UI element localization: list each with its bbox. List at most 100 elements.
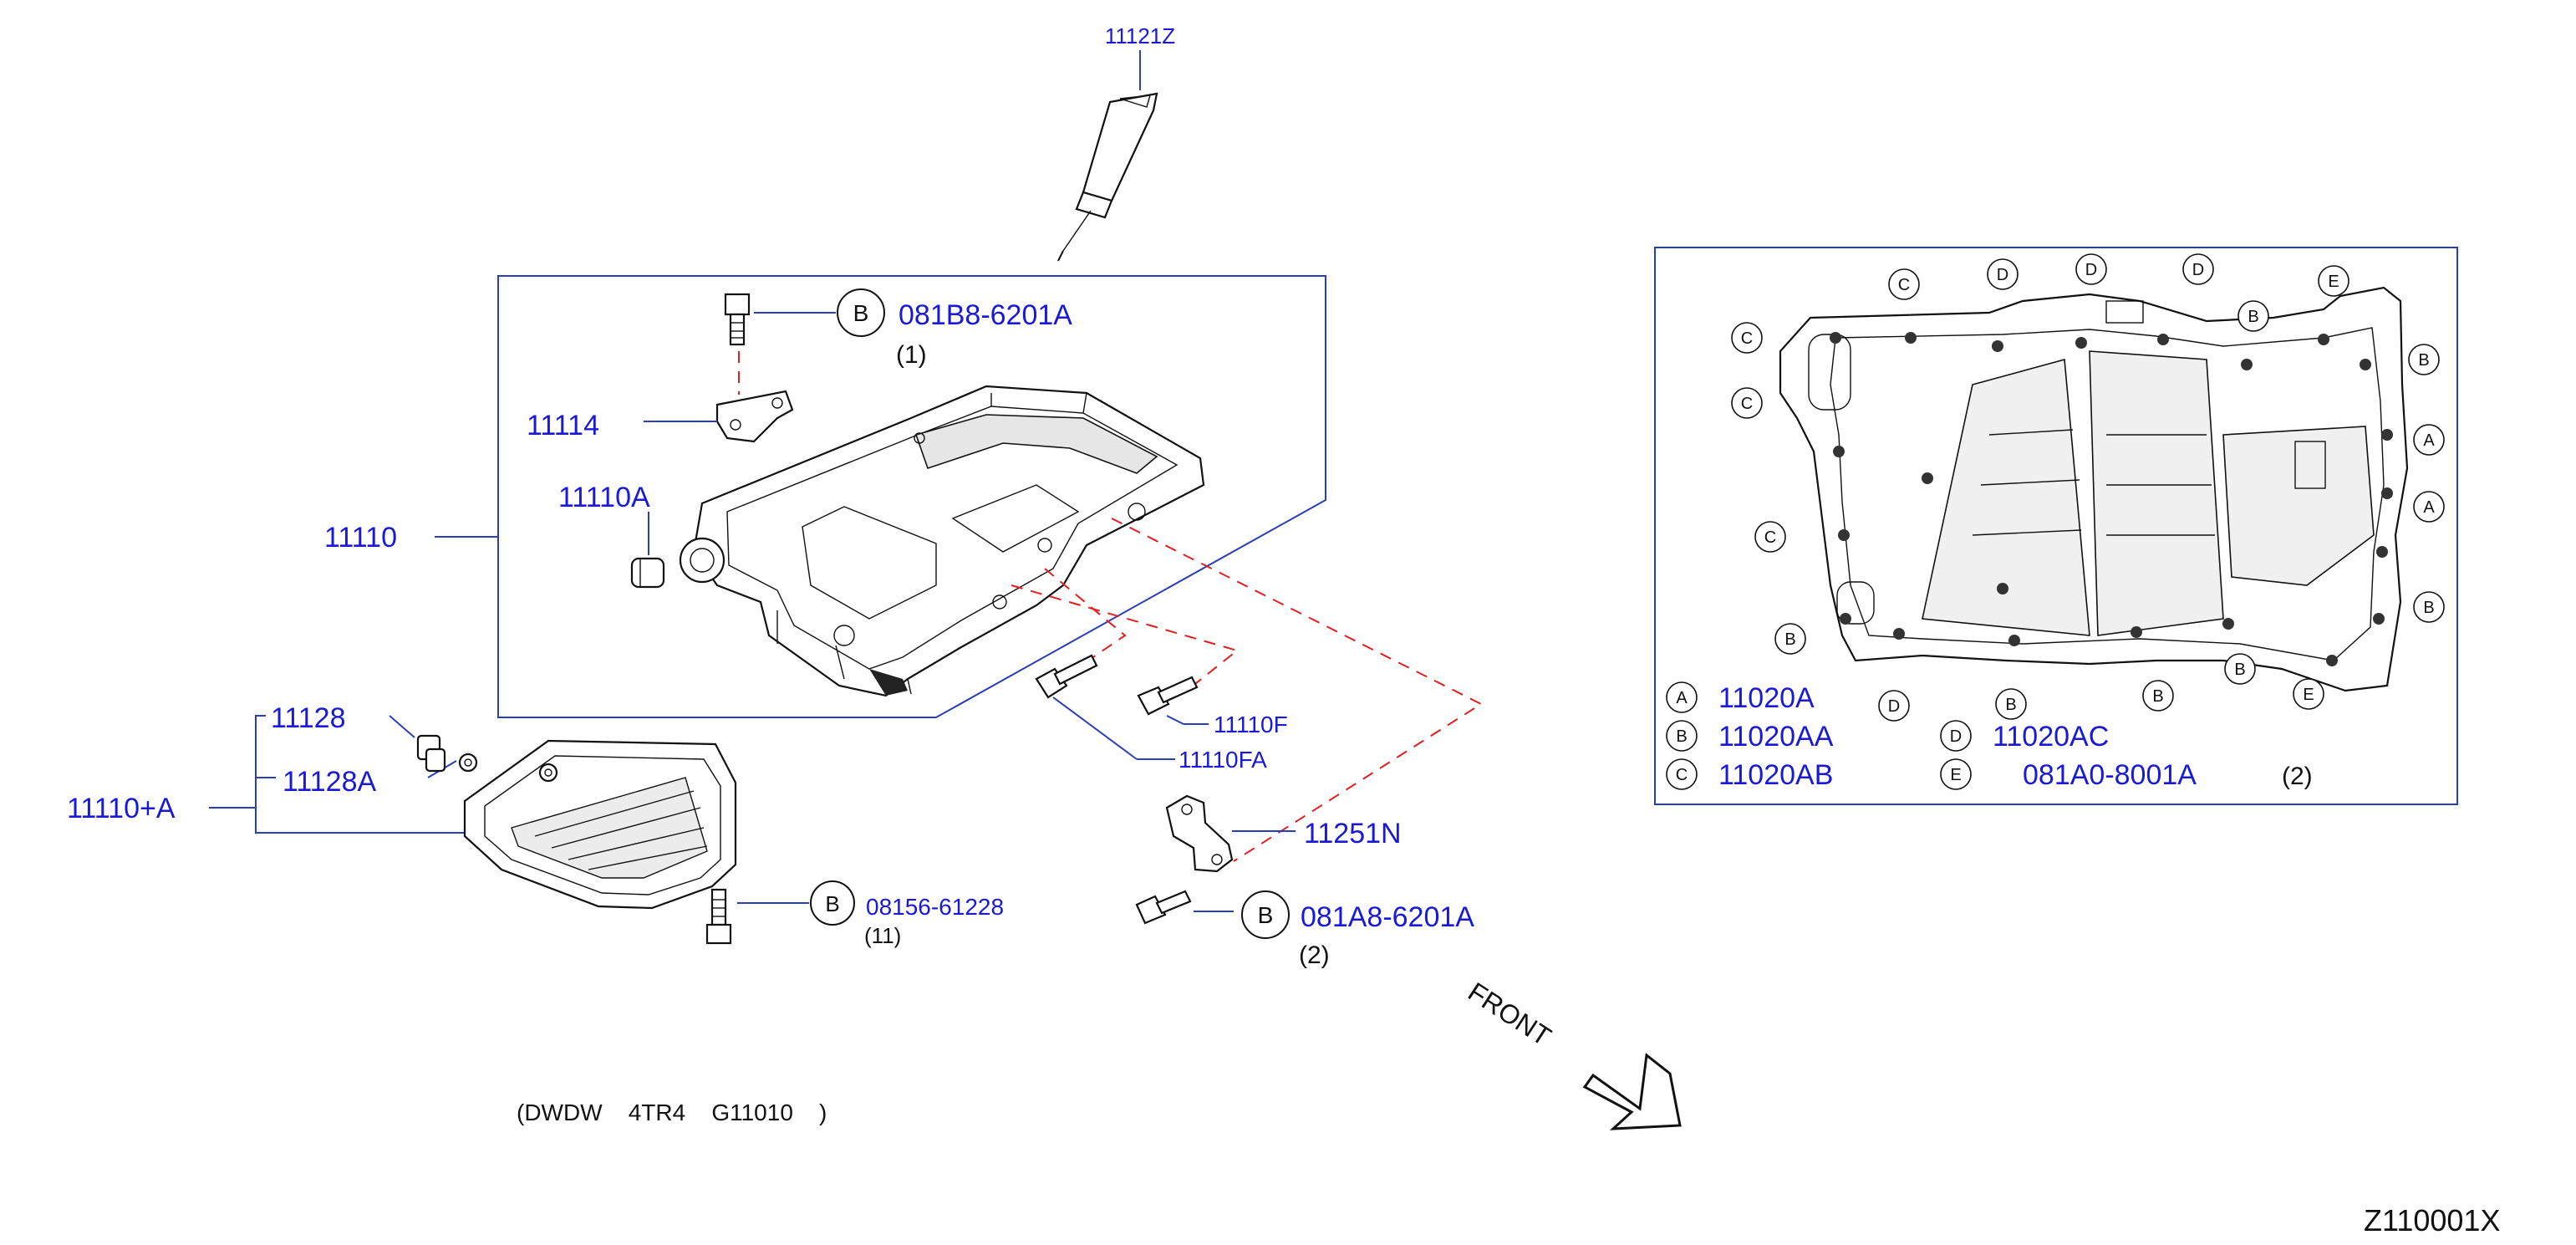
baffle-label[interactable]: 11251N	[1304, 818, 1402, 850]
bolt-marker-letter: E	[2328, 273, 2339, 291]
pan-bolt-circle-letter: B	[825, 891, 839, 916]
bolt-marker-bottom-3: B	[2142, 680, 2174, 712]
baffle-bolt-code[interactable]: 081A8-6201A	[1301, 901, 1474, 933]
bracket-part	[644, 390, 794, 443]
bolt-marker-top-1: D	[1987, 258, 2019, 290]
bolt-marker-inner-0: B	[2237, 300, 2269, 332]
bolt-marker-letter: B	[2248, 308, 2258, 326]
drain-washer-label[interactable]: 11128A	[283, 766, 376, 798]
sealant-tube	[1057, 50, 1158, 262]
plug-label[interactable]: 11110A	[558, 482, 650, 513]
legend-letter-circle	[1940, 720, 1972, 752]
sealant-label[interactable]: 11121Z	[1105, 23, 1175, 48]
pan-assy-label[interactable]: 11110+A	[67, 793, 176, 824]
dash-baffle	[1111, 518, 1484, 862]
legend-row-e: E 081A0-8001A (2)	[1940, 758, 2313, 791]
legend-letter-circle	[1666, 758, 1698, 790]
drain-plug-label[interactable]: 11128	[271, 702, 346, 734]
bolt-f-label[interactable]: 11110F	[1214, 712, 1288, 737]
bracket-label[interactable]: 11114	[527, 410, 599, 441]
bolt-marker-letter: A	[2423, 431, 2435, 450]
bolt-marker-right-0: B	[2408, 344, 2440, 375]
upper-pan-label[interactable]: 11110	[324, 522, 397, 554]
bolt-marker-circle	[2413, 591, 2445, 623]
bolt-f-part	[1137, 676, 1209, 725]
bolt-marker-letter: B	[1784, 630, 1795, 649]
legend-letter: D	[1950, 727, 1962, 746]
bolt-marker-circle	[1888, 268, 1920, 300]
bolt-marker-left-0: C	[1731, 322, 1763, 354]
legend-part-number: 081A0-8001A	[2023, 759, 2197, 791]
legend-qty: (2)	[2282, 763, 2313, 790]
bolt-marker-circle	[2293, 678, 2324, 710]
bolt-marker-right-1: A	[2413, 424, 2445, 456]
bolt-marker-circle	[1731, 387, 1763, 419]
upper-bolt	[724, 288, 885, 395]
upper-bolt-code[interactable]: 081B8-6201A	[899, 299, 1072, 331]
bolt-marker-right-3: B	[2413, 591, 2445, 623]
bolt-marker-letter: B	[2005, 696, 2016, 714]
legend-letter: A	[1676, 689, 1688, 707]
bolt-marker-circle	[1731, 322, 1763, 354]
bolt-marker-bottom-1: D	[1878, 690, 1910, 722]
bolt-marker-top-2: D	[2075, 253, 2107, 285]
legend-row-a: A 11020A	[1666, 681, 1815, 714]
legend-letter-circle	[1666, 720, 1698, 752]
legend-part-number: 11020AC	[1993, 721, 2109, 753]
bolt-fa-part	[1035, 654, 1175, 760]
bolt-marker-top-3: D	[2182, 253, 2214, 285]
bolt-marker-top-0: C	[1888, 268, 1920, 300]
legend-part-number: 11020AB	[1718, 759, 1833, 791]
bolt-marker-letter: D	[1888, 697, 1900, 716]
bolt-marker-bottom-4: B	[2224, 653, 2256, 685]
bolt-fa-label[interactable]: 11110FA	[1179, 747, 1267, 773]
bolt-marker-left-2: C	[1754, 521, 1786, 553]
legend-letter: E	[1950, 766, 1961, 784]
bolt-marker-circle	[2237, 300, 2269, 332]
bolt-marker-letter: B	[2234, 661, 2245, 679]
front-label: FRONT	[1463, 977, 1556, 1052]
bolt-marker-circle	[2142, 680, 2174, 712]
bolt-marker-circle	[2182, 253, 2214, 285]
upper-bolt-circle-letter: B	[853, 300, 869, 326]
baffle-part	[1165, 794, 1296, 873]
bolt-marker-circle	[1754, 521, 1786, 553]
bolt-marker-bottom-2: B	[1995, 688, 2027, 720]
bolt-marker-letter: E	[2303, 686, 2314, 704]
bolt-marker-bottom-0: B	[1774, 623, 1806, 655]
legend-letter-circle	[1666, 681, 1698, 713]
bolt-layout-panel	[1654, 247, 2458, 805]
legend-row-d: D 11020AC	[1940, 720, 2109, 753]
upper-oil-pan	[679, 385, 1205, 697]
bolt-marker-circle	[1878, 690, 1910, 722]
front-indicator: FRONT	[1463, 977, 1682, 1130]
pan-bolt-code[interactable]: 08156-61228	[866, 894, 1004, 920]
upper-pan-box	[497, 275, 1326, 718]
bolt-marker-bottom-5: E	[2293, 678, 2324, 710]
bolt-marker-letter: C	[1741, 329, 1753, 348]
pan-bolt-part	[705, 880, 855, 945]
bolt-marker-letter: B	[2418, 351, 2429, 370]
pan-bolt-qty: (11)	[864, 923, 901, 948]
figure-id: Z110001X	[2364, 1203, 2500, 1237]
bolt-marker-letter: B	[2423, 599, 2434, 617]
baffle-bolt-part	[1135, 890, 1290, 939]
baffle-bolt-qty: (2)	[1299, 941, 1330, 969]
lower-oil-pan	[463, 739, 737, 910]
plug-part	[630, 512, 665, 589]
upper-bolt-qty: (1)	[896, 341, 927, 369]
bolt-marker-circle	[2224, 653, 2256, 685]
bolt-marker-top-4: E	[2318, 265, 2349, 297]
model-code: (DWDW 4TR4 G11010 )	[517, 1100, 827, 1125]
bolt-marker-left-1: C	[1731, 387, 1763, 419]
bolt-marker-circle	[2075, 253, 2107, 285]
bolt-holes	[1830, 332, 2393, 666]
bolt-marker-letter: C	[1898, 276, 1910, 294]
bolt-marker-letter: B	[2152, 687, 2163, 706]
legend-part-number: 11020A	[1718, 682, 1815, 714]
legend-letter: B	[1676, 727, 1687, 746]
